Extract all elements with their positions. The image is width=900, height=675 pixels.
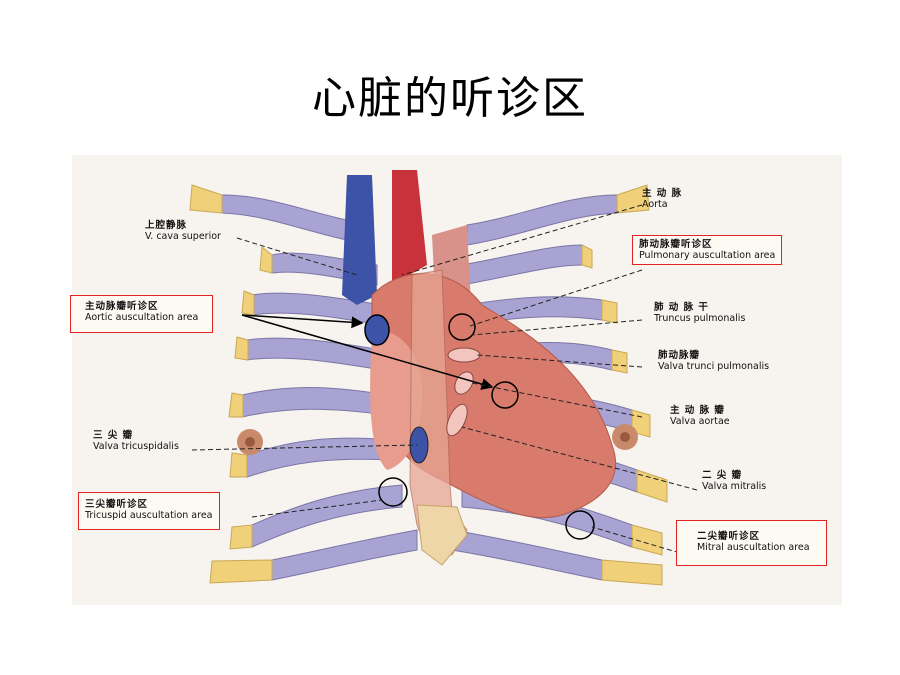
pulmonary-auscultation-area-label: 肺动脉瓣听诊区 Pulmonary auscultation area [632, 235, 783, 265]
mitral-area-label-en: Mitral auscultation area [697, 542, 810, 553]
aortic-area-arrow-1 [241, 314, 364, 329]
pulmonary-auscultation-circle [448, 313, 476, 341]
xiphoid-process [416, 504, 468, 566]
svc-label-zh: 上腔静脉 [145, 220, 188, 231]
truncus-label-zh: 肺 动 脉 干 [654, 302, 709, 313]
right-rib-cartilage [581, 184, 668, 586]
truncus-pulmonalis-label: 肺 动 脉 干 Truncus pulmonalis [654, 302, 745, 324]
aortic-area-label-en: Aortic auscultation area [85, 312, 199, 323]
right-nipple-center [620, 432, 630, 442]
svc-label-en: V. cava superior [145, 231, 221, 242]
left-nipple-center [245, 437, 255, 447]
mitral-area-label-zh: 二尖瓣听诊区 [697, 531, 761, 542]
pulmonary-area-label-en: Pulmonary auscultation area [639, 250, 776, 261]
tricuspid-valve-label-en: Valva tricuspidalis [93, 441, 179, 452]
left-rib-cartilage [189, 184, 273, 584]
leader-lines [191, 204, 698, 556]
aortic-area-arrow-2 [241, 314, 494, 390]
mitral-valve-label-zh: 二 尖 瓣 [702, 470, 743, 481]
right-atrium [370, 331, 423, 470]
mitral-auscultation-area-label: 二尖瓣听诊区 Mitral auscultation area [676, 520, 827, 566]
svc-vessel [342, 175, 377, 305]
svc-label: 上腔静脉 V. cava superior [145, 220, 221, 242]
tricuspid-auscultation-circle [378, 477, 408, 507]
tricuspid-valve-label-zh: 三 尖 瓣 [93, 430, 134, 441]
aortic-auscultation-area-label: 主动脉瓣听诊区 Aortic auscultation area [70, 295, 214, 333]
left-ribs [221, 194, 418, 581]
erb-point-circle [491, 381, 519, 409]
valva-aortae-label-en: Valva aortae [670, 416, 730, 427]
aorta-label: 主 动 脉 Aorta [642, 188, 682, 210]
mitral-valve [446, 403, 468, 437]
pulmonary-valve [447, 347, 481, 363]
heart-auscultation-diagram [72, 155, 842, 605]
valva-aortae-label: 主 动 脉 瓣 Valva aortae [670, 405, 730, 427]
valva-trunci-label-zh: 肺动脉瓣 [658, 350, 701, 361]
valva-trunci-label: 肺动脉瓣 Valva trunci pulmonalis [658, 350, 769, 372]
aortic-area-label-zh: 主动脉瓣听诊区 [85, 301, 159, 312]
mitral-valve-label-en: Valva mitralis [702, 481, 767, 492]
tricuspid-valve-label: 三 尖 瓣 Valva tricuspidalis [93, 430, 179, 452]
aortic-auscultation-circle [364, 314, 390, 346]
valva-aortae-label-zh: 主 动 脉 瓣 [670, 405, 725, 416]
slide-title: 心脏的听诊区 [312, 73, 588, 124]
aorta-vessel [392, 170, 427, 285]
truncus-label-en: Truncus pulmonalis [654, 313, 746, 324]
tricuspid-area-label-en: Tricuspid auscultation area [85, 510, 213, 521]
mitral-auscultation-circle [565, 510, 595, 540]
aorta-label-zh: 主 动 脉 [642, 188, 683, 199]
mitral-valve-label: 二 尖 瓣 Valva mitralis [702, 470, 766, 492]
tricuspid-area-label-zh: 三尖瓣听诊区 [85, 499, 149, 510]
tricuspid-auscultation-area-label: 三尖瓣听诊区 Tricuspid auscultation area [78, 492, 220, 530]
aorta-label-en: Aorta [642, 199, 668, 210]
pulmonary-area-label-zh: 肺动脉瓣听诊区 [639, 239, 713, 250]
valva-trunci-label-en: Valva trunci pulmonalis [658, 361, 770, 372]
